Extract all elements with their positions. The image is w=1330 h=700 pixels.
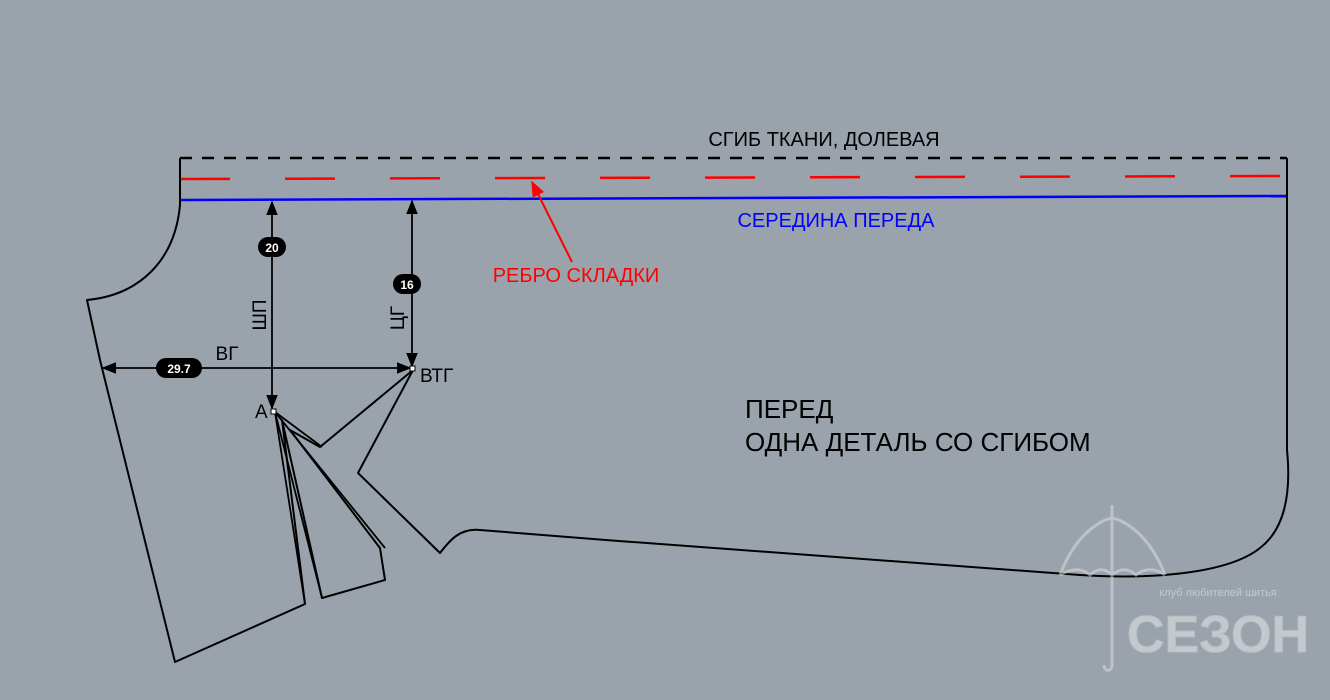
logo-name: СЕЗОН	[1127, 606, 1309, 664]
dart-line	[274, 411, 323, 448]
point-vtg-marker	[409, 365, 416, 372]
season-logo: клуб любителей шитья СЕЗОН	[1058, 505, 1310, 672]
svg-text:29.7: 29.7	[167, 362, 191, 376]
part-title: ПЕРЕД	[745, 394, 834, 424]
shp-label: ШП	[250, 299, 271, 330]
center-front-label: СЕРЕДИНА ПЕРЕДА	[737, 210, 935, 232]
svg-text:16: 16	[400, 278, 414, 292]
logo-tagline: клуб любителей шитья	[1159, 587, 1277, 599]
dart-line	[274, 411, 306, 605]
center-front-line	[179, 194, 1288, 202]
tsg-value-badge: 16	[393, 274, 421, 294]
dart-line	[274, 411, 323, 599]
vg-label: ВГ	[216, 344, 239, 365]
pleat-edge-line	[179, 174, 1288, 181]
shp-value-badge: 20	[258, 237, 286, 257]
tsg-label: ЦГ	[388, 306, 409, 330]
part-subtitle: ОДНА ДЕТАЛЬ СО СГИБОМ	[745, 427, 1091, 457]
fold-label: СГИБ ТКАНИ, ДОЛЕВАЯ	[708, 129, 939, 151]
vg-value-badge: 29.7	[156, 358, 202, 378]
dart-line	[274, 411, 386, 549]
umbrella-icon	[1058, 505, 1167, 672]
vtg-label: ВТГ	[420, 366, 453, 387]
point-a-label: А	[255, 402, 268, 423]
point-a-marker	[270, 408, 277, 415]
svg-text:20: 20	[265, 241, 279, 255]
pleat-callout-arrow	[531, 180, 573, 263]
front-piece-outline	[86, 158, 1290, 663]
pleat-edge-label: РЕБРО СКЛАДКИ	[493, 265, 660, 287]
